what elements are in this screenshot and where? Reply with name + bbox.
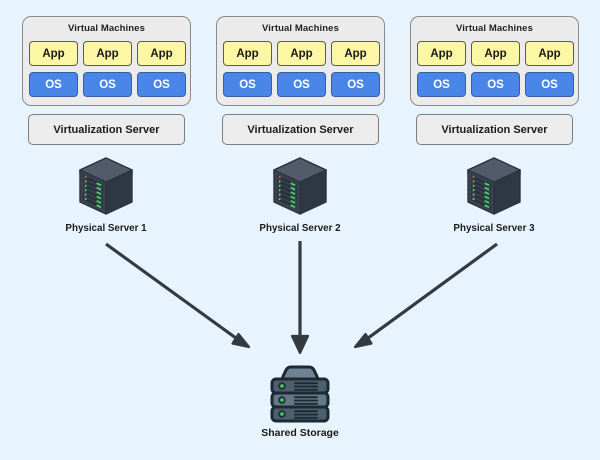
app-box: App [137, 41, 186, 66]
app-box: App [223, 41, 272, 66]
server-tower-icon [75, 156, 137, 218]
storage-stack-icon [263, 362, 337, 424]
virtual-machines-panel: Virtual Machines App App App OS OS OS [410, 16, 579, 106]
virtual-machines-title: Virtual Machines [68, 23, 145, 34]
virtual-machines-title: Virtual Machines [262, 23, 339, 34]
os-box: OS [223, 72, 272, 97]
virtual-machines-panel: Virtual Machines App App App OS OS OS [216, 16, 385, 106]
os-row: OS OS OS [417, 72, 574, 97]
server-tower-icon [463, 156, 525, 218]
physical-server-label: Physical Server 3 [453, 223, 535, 234]
virtualization-server-bar: Virtualization Server [416, 114, 573, 145]
os-box: OS [525, 72, 574, 97]
server-column-3: Virtual Machines App App App OS OS OS Vi… [399, 0, 589, 460]
physical-server-label: Physical Server 2 [259, 223, 341, 234]
os-box: OS [331, 72, 380, 97]
shared-storage-label: Shared Storage [261, 427, 339, 439]
app-box: App [471, 41, 520, 66]
app-box: App [525, 41, 574, 66]
app-row: App App App [223, 41, 380, 66]
os-row: OS OS OS [223, 72, 380, 97]
os-box: OS [277, 72, 326, 97]
virtualization-server-bar: Virtualization Server [222, 114, 379, 145]
os-box: OS [29, 72, 78, 97]
app-box: App [83, 41, 132, 66]
virtual-machines-title: Virtual Machines [456, 23, 533, 34]
app-box: App [277, 41, 326, 66]
os-box: OS [417, 72, 466, 97]
virtualization-server-bar: Virtualization Server [28, 114, 185, 145]
app-box: App [331, 41, 380, 66]
server-column-1: Virtual Machines App App App OS OS OS Vi… [11, 0, 201, 460]
app-box: App [417, 41, 466, 66]
os-row: OS OS OS [29, 72, 186, 97]
server-column-2: Virtual Machines App App App OS OS OS Vi… [205, 0, 395, 460]
server-tower-icon [269, 156, 331, 218]
physical-server-label: Physical Server 1 [65, 223, 147, 234]
virtual-machines-panel: Virtual Machines App App App OS OS OS [22, 16, 191, 106]
os-box: OS [471, 72, 520, 97]
os-box: OS [83, 72, 132, 97]
app-row: App App App [417, 41, 574, 66]
app-box: App [29, 41, 78, 66]
os-box: OS [137, 72, 186, 97]
app-row: App App App [29, 41, 186, 66]
